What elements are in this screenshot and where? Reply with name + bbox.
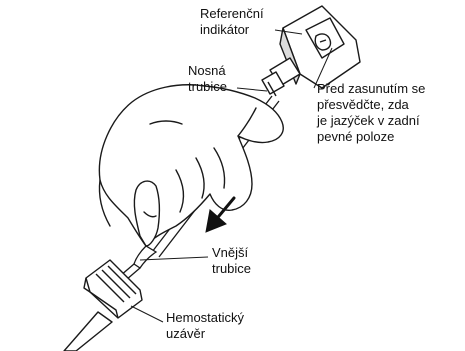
- instruction-label-line2: přesvědčte, zda: [317, 97, 425, 113]
- hemostatic-cap-label-line2: uzávěr: [166, 326, 244, 342]
- reference-indicator-label: Referenční indikátor: [200, 6, 264, 38]
- instruction-label-line3: je jazýček v zadní: [317, 113, 425, 129]
- carrier-tube-label-line1: Nosná: [188, 63, 227, 79]
- instruction-label: Před zasunutím se přesvědčte, zda je jaz…: [317, 81, 425, 145]
- hemostatic-cap-label: Hemostatický uzávěr: [166, 310, 244, 342]
- carrier-tube-label-line2: trubice: [188, 79, 227, 95]
- tube-tip: [134, 246, 156, 268]
- hemostatic-cap-label-line1: Hemostatický: [166, 310, 244, 326]
- hemostatic-cap: [64, 260, 142, 351]
- hand-drawing: [99, 85, 283, 246]
- instruction-label-line1: Před zasunutím se: [317, 81, 425, 97]
- outer-tube-label-line2: trubice: [212, 261, 251, 277]
- carrier-tube-label: Nosná trubice: [188, 63, 227, 95]
- reference-indicator-label-line1: Referenční: [200, 6, 264, 22]
- reference-indicator-label-line2: indikátor: [200, 22, 264, 38]
- outer-tube-label-line1: Vnější: [212, 245, 251, 261]
- outer-tube-label: Vnější trubice: [212, 245, 251, 277]
- instruction-label-line4: pevné poloze: [317, 129, 425, 145]
